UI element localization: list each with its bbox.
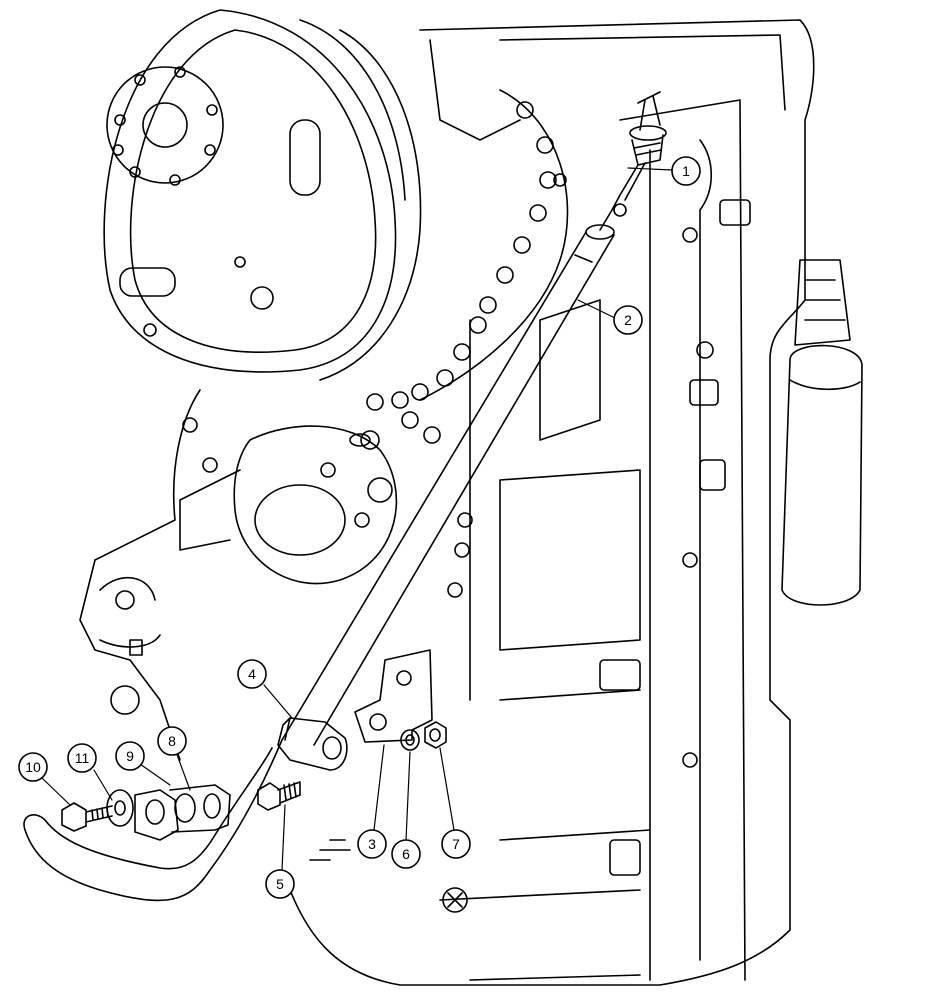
callout-9-label: 9 <box>126 748 134 764</box>
leader-lines <box>41 167 673 871</box>
dipstick-tube <box>23 224 615 902</box>
callout-6-label: 6 <box>402 846 410 862</box>
callout-11: 11 <box>67 743 97 773</box>
gasket-plate <box>169 784 231 833</box>
flange-spacer <box>134 789 179 841</box>
callout-6: 6 <box>391 839 421 869</box>
callout-8: 8 <box>157 726 187 756</box>
bolt-long <box>61 802 113 832</box>
callout-7-label: 7 <box>452 836 460 852</box>
callout-4: 4 <box>237 659 267 689</box>
callout-3: 3 <box>357 829 387 859</box>
bell-housing-bolts <box>182 89 569 598</box>
callout-2: 2 <box>613 305 643 335</box>
callout-3-label: 3 <box>368 836 376 852</box>
transmission-housing <box>289 19 815 986</box>
callout-10: 10 <box>18 752 48 782</box>
flywheel <box>103 9 422 381</box>
bolt <box>257 781 301 811</box>
tube-clamp <box>277 717 348 771</box>
callout-1-label: 1 <box>682 163 690 179</box>
callout-10-label: 10 <box>25 759 41 775</box>
dipstick <box>599 91 667 231</box>
callout-9: 9 <box>115 741 145 771</box>
callout-5: 5 <box>265 869 295 899</box>
oil-filter <box>781 259 863 606</box>
spacer-washer <box>106 789 134 827</box>
callout-1: 1 <box>671 156 701 186</box>
callout-8-label: 8 <box>168 733 176 749</box>
callout-11-label: 11 <box>75 750 90 766</box>
nut <box>424 721 447 749</box>
mounting-bracket <box>354 649 433 743</box>
callouts: 1 2 3 4 5 6 7 8 9 10 11 <box>18 156 701 899</box>
callout-5-label: 5 <box>276 876 284 892</box>
callout-7: 7 <box>441 829 471 859</box>
callout-4-label: 4 <box>248 666 256 682</box>
washer <box>400 729 420 751</box>
callout-2-label: 2 <box>624 312 632 328</box>
front-cover-casting <box>79 389 398 761</box>
